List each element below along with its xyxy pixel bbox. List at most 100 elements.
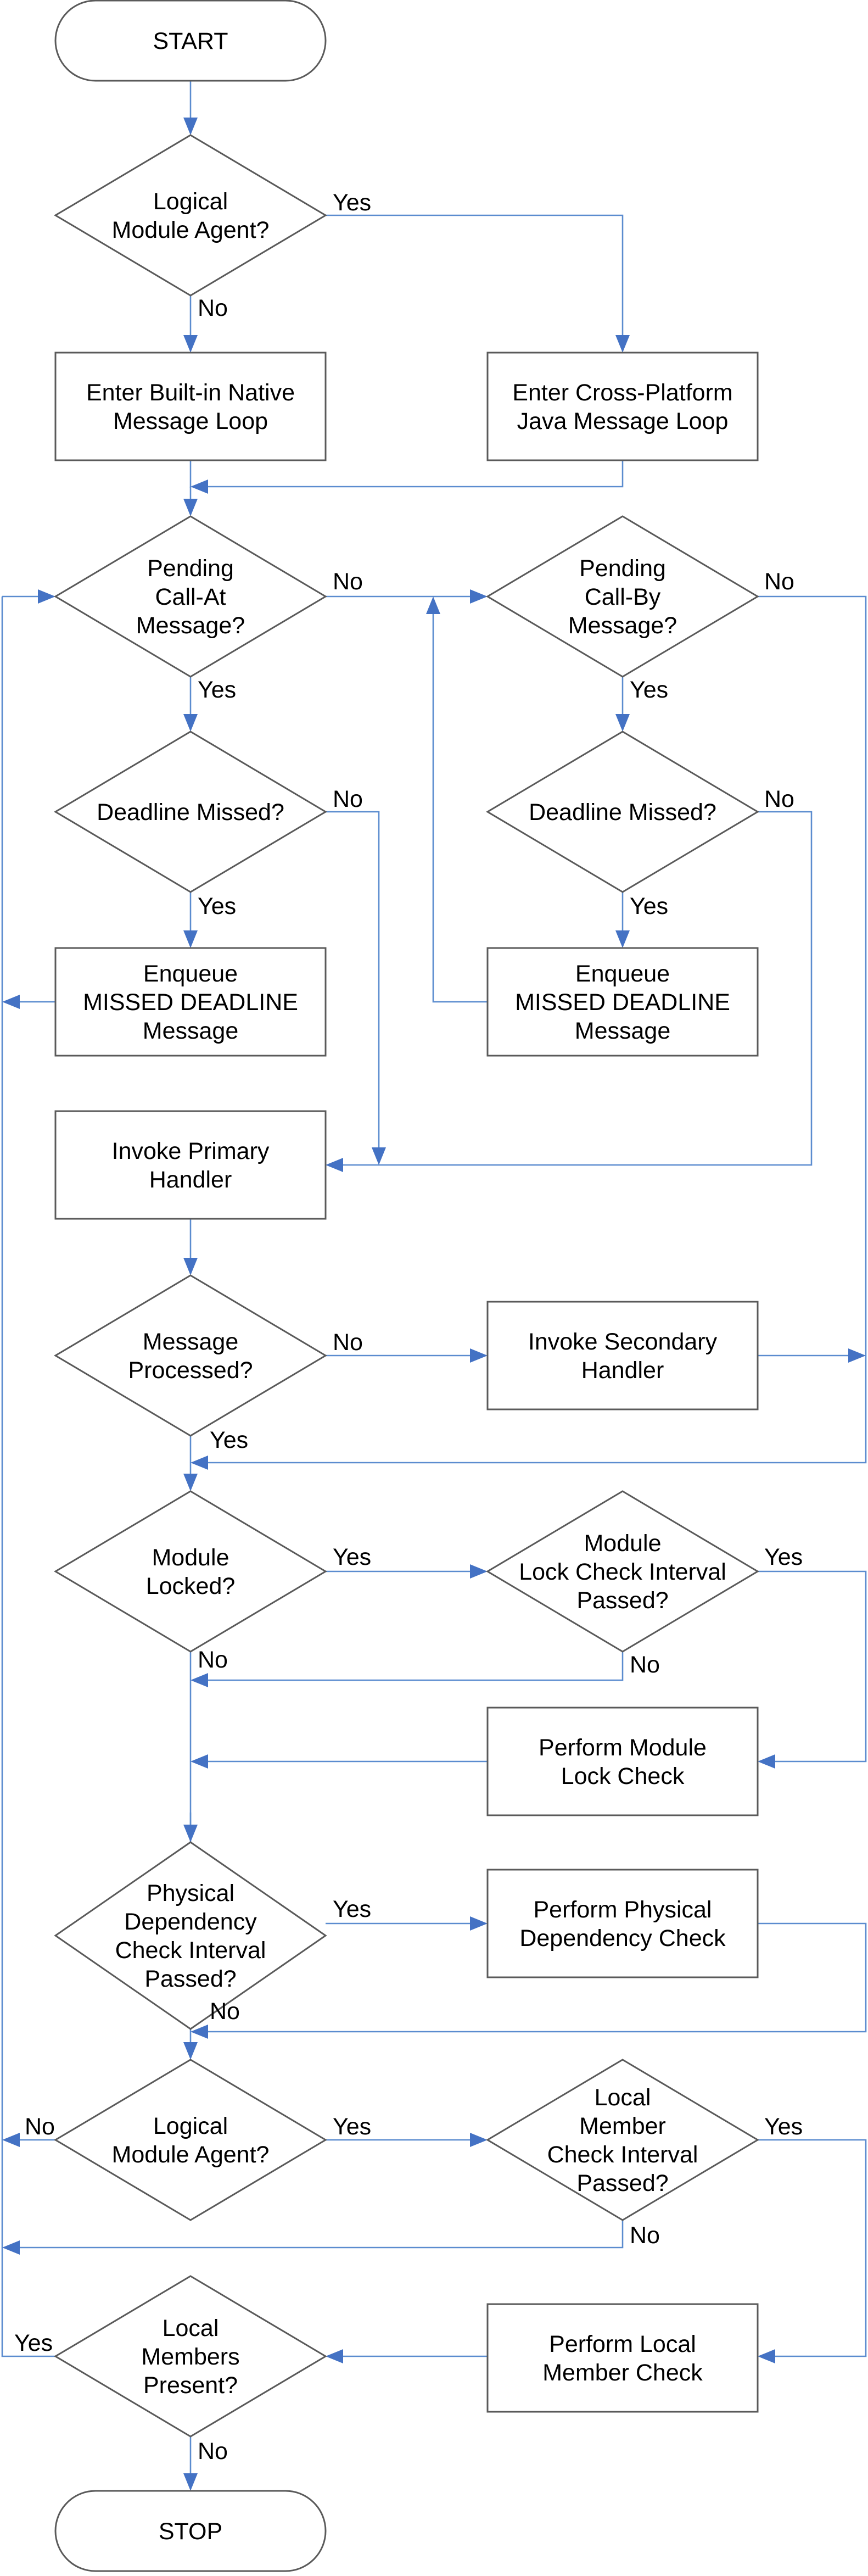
yes-edge-label: Yes	[630, 893, 668, 919]
pending-call-at-label: Pending	[147, 555, 234, 582]
arrowhead	[2, 995, 20, 1009]
arrowhead	[191, 1456, 208, 1470]
yes-edge-label: Yes	[14, 2330, 53, 2356]
stop-label: STOP	[159, 2518, 222, 2545]
yes-edge-label: Yes	[764, 1544, 803, 1570]
invoke-primary-label: Invoke Primary	[112, 1138, 270, 1164]
no-edge-label: No	[25, 2114, 55, 2140]
no-edge-label: No	[764, 568, 794, 595]
pending-call-at-label: Message?	[136, 612, 245, 639]
deadline-missed-2-label: Deadline Missed?	[529, 799, 716, 826]
local-member-interval-label: Local	[595, 2084, 651, 2111]
arrowhead	[191, 1754, 208, 1769]
invoke-secondary-label: Invoke Secondary	[528, 1329, 718, 1355]
arrowhead	[848, 1348, 866, 1363]
arrowhead	[326, 2349, 343, 2363]
perform-lock-check-label: Lock Check	[561, 1763, 685, 1789]
local-member-interval-label: Member	[579, 2113, 666, 2139]
local-member-interval-label: Check Interval	[547, 2142, 698, 2168]
connector	[326, 811, 380, 1150]
arrowhead	[191, 2025, 208, 2039]
arrowhead	[615, 335, 630, 353]
arrowhead	[38, 589, 55, 604]
invoke-secondary-label: Handler	[581, 1357, 664, 1384]
connector	[18, 2220, 624, 2249]
module-locked-label: Module	[152, 1545, 229, 1571]
no-edge-label: No	[630, 2222, 660, 2249]
physical-dependency-label: Check Interval	[115, 1937, 266, 1964]
arrowhead	[372, 1147, 386, 1165]
no-edge-label: No	[630, 1652, 660, 1678]
members-present-label: Members	[141, 2344, 239, 2370]
invoke-primary-label: Handler	[149, 1167, 232, 1193]
enqueue-missed-2-label: Message	[575, 1018, 670, 1044]
lock-interval-label: Module	[584, 1530, 661, 1557]
lock-interval-label: Passed?	[576, 1587, 668, 1614]
logical-agent-2-label: Module Agent?	[112, 2142, 270, 2168]
connector	[206, 1652, 624, 1681]
deadline-missed-2-decision: Deadline Missed?	[486, 731, 759, 893]
enqueue-missed-2-label: Enqueue	[575, 961, 670, 987]
native-loop-label: Message Loop	[113, 408, 268, 434]
enqueue-missed-1-label: Message	[143, 1018, 238, 1044]
perform-physical-label: Perform Physical	[534, 1897, 712, 1923]
deadline-missed-1-decision: Deadline Missed?	[54, 731, 327, 893]
start-label: START	[153, 28, 228, 54]
arrowhead	[183, 499, 198, 516]
no-edge-label: No	[333, 786, 363, 812]
no-edge-label: No	[198, 295, 228, 321]
arrowhead	[615, 930, 630, 948]
connector	[206, 460, 624, 488]
yes-edge-label: Yes	[333, 189, 371, 216]
local-member-interval-label: Passed?	[576, 2170, 668, 2196]
yes-edge-label: Yes	[198, 677, 236, 703]
lock-interval-label: Lock Check Interval	[519, 1559, 726, 1585]
arrowhead	[183, 930, 198, 948]
arrowhead	[758, 1754, 775, 1769]
perform-local-label: Member Check	[542, 2360, 703, 2386]
members-present-label: Present?	[143, 2372, 238, 2399]
enqueue-missed-1-label: MISSED DEADLINE	[83, 989, 298, 1016]
arrowhead	[326, 1158, 343, 1172]
connector	[758, 2139, 867, 2357]
yes-edge-label: Yes	[764, 2114, 803, 2140]
yes-edge-label: Yes	[630, 677, 668, 703]
connector	[206, 1922, 867, 2033]
module-locked-label: Locked?	[146, 1573, 236, 1599]
arrowhead	[470, 1564, 488, 1579]
java-loop-label: Java Message Loop	[517, 408, 729, 434]
logical-agent-1-label: Logical	[153, 188, 228, 215]
arrowhead	[470, 2133, 488, 2147]
deadline-missed-1-label: Deadline Missed?	[97, 799, 284, 826]
connector	[1, 596, 55, 2357]
arrowhead	[183, 335, 198, 353]
arrowhead	[470, 1916, 488, 1931]
edges	[1, 81, 867, 2475]
yes-edge-label: Yes	[333, 1896, 371, 1922]
no-edge-label: No	[210, 1998, 240, 2025]
connector	[432, 612, 488, 1003]
arrowhead	[2, 2240, 20, 2255]
arrowhead	[183, 1825, 198, 1842]
enqueue-missed-1-label: Enqueue	[143, 961, 238, 987]
physical-dependency-label: Passed?	[144, 1966, 236, 1992]
logical-agent-2-label: Logical	[153, 2113, 228, 2139]
arrowhead	[183, 2473, 198, 2491]
yes-edge-label: Yes	[333, 1544, 371, 1570]
pending-call-by-label: Pending	[579, 555, 666, 582]
physical-dependency-label: Dependency	[124, 1909, 257, 1935]
arrowhead	[470, 589, 488, 604]
arrowhead	[183, 2042, 198, 2060]
